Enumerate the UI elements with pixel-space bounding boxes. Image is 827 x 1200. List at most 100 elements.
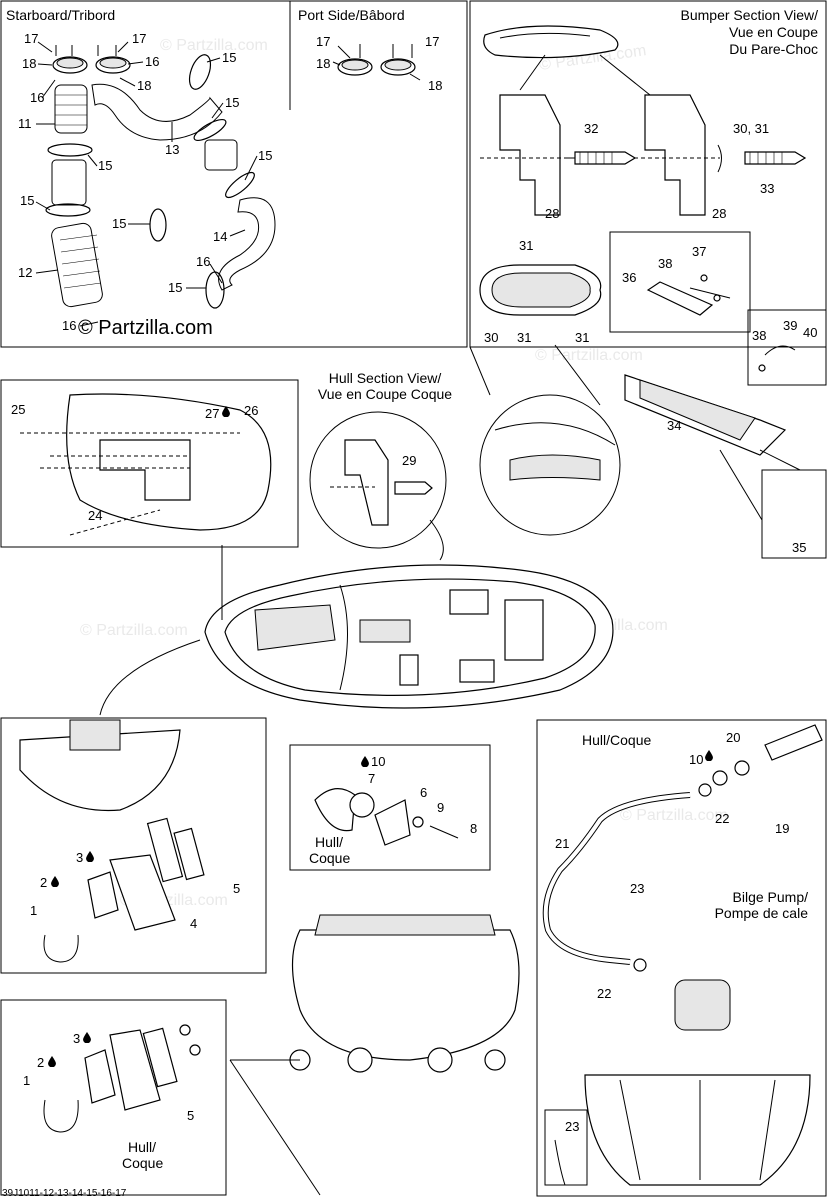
svg-text:22: 22 [597, 986, 611, 1001]
svg-text:15: 15 [222, 50, 236, 65]
svg-text:9: 9 [437, 800, 444, 815]
hull-coque-right-label: Hull/Coque [582, 732, 651, 748]
svg-text:8: 8 [470, 821, 477, 836]
drain-parts [314, 788, 459, 846]
bumper-title-2: Vue en Coupe [729, 24, 818, 40]
svg-text:5: 5 [233, 881, 240, 896]
svg-text:© Partzilla.com: © Partzilla.com [620, 807, 728, 824]
svg-text:32: 32 [584, 121, 598, 136]
svg-text:5: 5 [187, 1108, 194, 1123]
boat-main-view [204, 564, 614, 709]
svg-text:34: 34 [667, 418, 681, 433]
svg-text:3: 3 [76, 850, 83, 865]
svg-text:1: 1 [23, 1073, 30, 1088]
bilge-callouts: 20 10 22 19 21 23 22 23 [555, 730, 789, 1134]
svg-text:31: 31 [575, 330, 589, 345]
deck-detail-circle [479, 394, 621, 536]
bilge-inset [544, 1109, 588, 1186]
svg-text:30: 30 [484, 330, 498, 345]
clip-part [758, 345, 796, 372]
svg-text:40: 40 [803, 325, 817, 340]
clip-inset [747, 309, 827, 386]
left-mount-callouts: 3 2 1 4 5 [30, 850, 240, 931]
boat-thumbnail [483, 25, 651, 96]
hull-section-title-2: Vue en Coupe Coque [318, 386, 452, 402]
bottom-mount-callouts: 3 2 1 5 [23, 1031, 194, 1123]
bumper-frame [469, 0, 827, 348]
left-mount-frame [0, 717, 267, 974]
svg-text:30, 31: 30, 31 [733, 121, 769, 136]
svg-text:23: 23 [565, 1119, 579, 1134]
svg-text:27: 27 [205, 406, 219, 421]
top-view-callouts: 31 30 31 31 [484, 238, 589, 345]
svg-text:16: 16 [62, 318, 76, 333]
bracket-inset [609, 231, 751, 333]
svg-text:37: 37 [692, 244, 706, 259]
svg-text:15: 15 [168, 280, 182, 295]
svg-text:17: 17 [24, 31, 38, 46]
connector-lines [99, 344, 801, 716]
svg-text:15: 15 [112, 216, 126, 231]
svg-text:12: 12 [18, 265, 32, 280]
starboard-leader-lines [35, 41, 258, 327]
side-panel-callouts: 25 27 26 24 [11, 402, 258, 523]
svg-text:19: 19 [775, 821, 789, 836]
svg-text:23: 23 [630, 881, 644, 896]
svg-text:2: 2 [40, 875, 47, 890]
svg-text:31: 31 [517, 330, 531, 345]
brand-watermark: © Partzilla.com [78, 317, 213, 339]
bilge-frame [536, 719, 827, 1197]
svg-text:26: 26 [244, 403, 258, 418]
bilge-title-2: Pompe de cale [715, 905, 809, 921]
boat-top-view [479, 264, 602, 316]
svg-text:38: 38 [658, 256, 672, 271]
svg-text:1: 1 [30, 903, 37, 918]
rear-hull-view [229, 914, 520, 1196]
side-panel [20, 393, 272, 536]
hull-section-circle: 29 [309, 411, 447, 549]
bottom-mount-frame [0, 999, 227, 1196]
side-panel-frame [0, 379, 299, 548]
starboard-vents [45, 45, 276, 309]
svg-text:7: 7 [368, 771, 375, 786]
svg-text:14: 14 [213, 229, 227, 244]
storage-basket [624, 374, 787, 456]
basket-clip-inset [761, 469, 827, 559]
hull-bottom-label-2: Coque [122, 1155, 163, 1171]
starboard-callouts: 17 17 18 16 16 18 15 11 13 15 15 15 15 1… [18, 31, 272, 333]
svg-text:15: 15 [225, 95, 239, 110]
svg-text:39: 39 [783, 318, 797, 333]
port-title: Port Side/Bâbord [298, 7, 405, 23]
drain-callouts: 10 7 6 9 8 [361, 754, 477, 836]
svg-text:15: 15 [258, 148, 272, 163]
port-vents [332, 44, 421, 81]
svg-text:© Partzilla.com: © Partzilla.com [160, 37, 268, 54]
svg-text:11: 11 [18, 116, 32, 131]
bracket-part [646, 274, 731, 316]
svg-text:18: 18 [316, 56, 330, 71]
svg-text:18: 18 [137, 78, 151, 93]
svg-text:22: 22 [715, 811, 729, 826]
svg-text:16: 16 [30, 90, 44, 105]
svg-text:28: 28 [712, 206, 726, 221]
bumper-title-3: Du Pare-Choc [729, 41, 818, 57]
svg-text:18: 18 [22, 56, 36, 71]
bottom-mount-parts [43, 1024, 201, 1133]
svg-text:2: 2 [37, 1055, 44, 1070]
svg-text:36: 36 [622, 270, 636, 285]
hull-mid-label-1: Hull/ [315, 834, 343, 850]
svg-text:20: 20 [726, 730, 740, 745]
basket-callouts: 34 35 [667, 418, 806, 555]
svg-text:17: 17 [425, 34, 439, 49]
svg-text:16: 16 [145, 54, 159, 69]
hull-section-title-1: Hull Section View/ [329, 370, 442, 386]
svg-text:28: 28 [545, 206, 559, 221]
svg-text:16: 16 [196, 254, 210, 269]
svg-text:© Partzilla.com: © Partzilla.com [535, 347, 643, 364]
svg-text:6: 6 [420, 785, 427, 800]
svg-text:10: 10 [689, 752, 703, 767]
starboard-title: Starboard/Tribord [6, 7, 115, 23]
bumper-sections [480, 94, 807, 216]
starboard-port-frame [0, 0, 468, 348]
